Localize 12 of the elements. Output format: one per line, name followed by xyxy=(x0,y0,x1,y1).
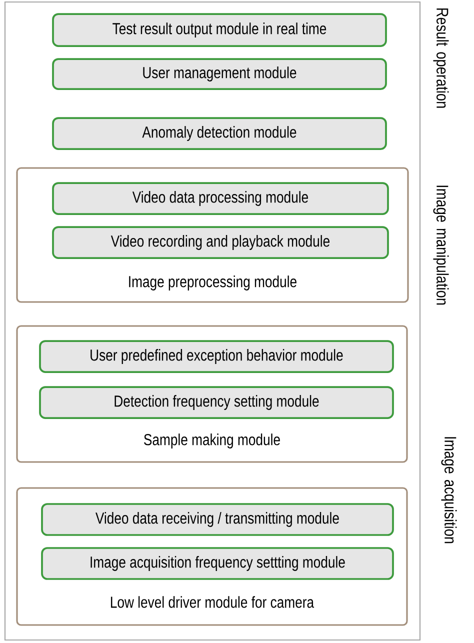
module-box: Image acquisition frequency settting module xyxy=(41,547,394,580)
module-box: Video data receiving / transmitting module xyxy=(41,503,394,536)
module-box: Video data processing module xyxy=(52,182,389,215)
module-box: Anomaly detection module xyxy=(52,117,387,150)
module-box: User management module xyxy=(52,58,387,90)
module-box: User predefined exception behavior module xyxy=(39,340,394,373)
section-label: Image manipulation xyxy=(433,186,449,305)
section-label: Image acquisition xyxy=(441,437,457,544)
section-label: Result operation xyxy=(433,8,449,108)
module-box: Test result output module in real time xyxy=(52,13,387,47)
module-box: Detection frequency setting module xyxy=(39,386,394,419)
module-box: Video recording and playback module xyxy=(52,226,389,259)
